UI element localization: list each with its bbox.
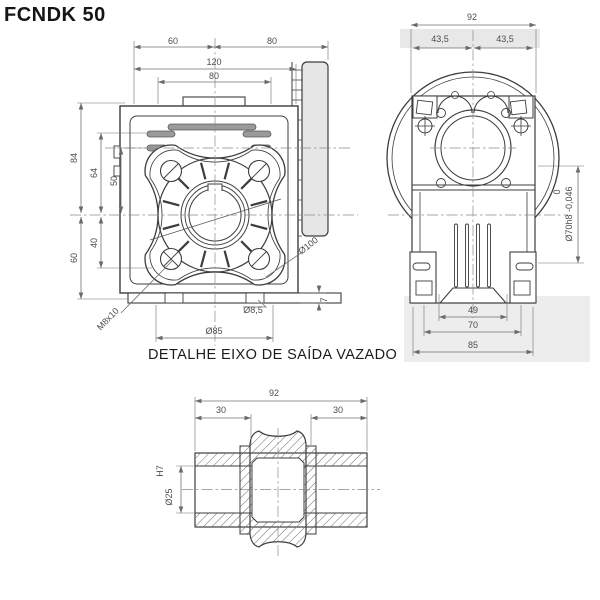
- dim-label-64: 64: [89, 168, 99, 178]
- input-bolt-hole: [501, 108, 511, 118]
- dim-label-foot-inner: 70: [468, 320, 478, 330]
- shaft-step: [239, 445, 251, 535]
- bore-lines: [195, 465, 367, 514]
- dim-label-foot-outer: 85: [468, 340, 478, 350]
- side-dimensions: 92 43,5 43,5 49 70 85 Ø70h8 -0,046 0: [410, 12, 584, 356]
- housing-inner-face: [129, 115, 289, 285]
- side-bolt-bosses: [415, 116, 531, 136]
- dim-label-hole: Ø8,5: [243, 305, 263, 315]
- section-trace-line: [149, 198, 282, 241]
- dim-label-bolt-circle: Ø100: [296, 235, 320, 256]
- dim-label-spigot-tolerance: Ø70h8 -0,046: [564, 186, 574, 241]
- flange-step-lines: [292, 69, 302, 237]
- watermark-band: [400, 29, 540, 48]
- dim-label-width-left: 60: [168, 36, 178, 46]
- detail-dimensions: 92 30 30 Ø25 H7: [155, 388, 368, 514]
- dim-label-spigot: Ø85: [205, 326, 222, 336]
- dim-label-50: 50: [109, 176, 119, 186]
- input-bolt-hole: [436, 108, 446, 118]
- dim-label-width-right: 80: [267, 36, 277, 46]
- cooling-fins: [454, 223, 491, 288]
- oil-plug-stub: [113, 165, 121, 177]
- mounting-plate: [127, 292, 342, 304]
- radial-ribs: [162, 162, 268, 268]
- dim-label-end-right: 30: [333, 405, 343, 415]
- face-split-lines: [412, 184, 535, 191]
- centerlines-detail: [182, 428, 380, 558]
- inner-wall-lines: [419, 192, 528, 252]
- hollow-shaft-detail: 92 30 30 Ø25 H7: [155, 388, 380, 558]
- side-feet: [409, 251, 537, 304]
- dim-label-side-width: 92: [467, 12, 477, 22]
- dim-label-tapped-hole: M8x10: [95, 306, 121, 332]
- dim-label-40: 40: [89, 238, 99, 248]
- input-flange-bar: [301, 61, 329, 237]
- dim-label-shaft-length: 92: [269, 388, 279, 398]
- dim-label-bore-fit: H7: [155, 465, 165, 477]
- dim-label-bolt-span: 80: [209, 71, 219, 81]
- tab-square-hole: [415, 99, 434, 116]
- dim-label-bore: Ø25: [164, 488, 174, 505]
- input-bolt-hole: [501, 178, 511, 188]
- plate-slot: [245, 292, 265, 304]
- dim-label-half-right: 43,5: [496, 34, 514, 44]
- section-hatching: [195, 453, 367, 527]
- dim-label-end-left: 30: [216, 405, 226, 415]
- input-bolt-hole: [436, 178, 446, 188]
- flange-bolt-holes: [159, 159, 271, 271]
- dim-label-fin-span: 49: [468, 305, 478, 315]
- casting-humps: [437, 95, 509, 114]
- side-view-gearbox: 92 43,5 43,5 49 70 85 Ø70h8 -0,046 0: [386, 12, 590, 362]
- page-title: FCNDK 50: [4, 4, 106, 26]
- dim-label-tolerance-upper: 0: [552, 189, 562, 194]
- detail-caption: DETALHE EIXO DE SAÍDA VAZADO: [148, 347, 398, 363]
- tab-square-hole: [509, 99, 528, 116]
- plate-slot: [164, 292, 184, 304]
- dim-label-height-lower: 60: [69, 253, 79, 263]
- shaft-step: [305, 445, 317, 535]
- dim-label-half-left: 43,5: [431, 34, 449, 44]
- dim-label-width-overall: 120: [206, 57, 221, 67]
- dim-label-plate-thickness: 7: [319, 297, 329, 302]
- dim-label-height-upper: 84: [69, 153, 79, 163]
- hump-hole: [451, 91, 459, 99]
- front-view-gearbox: 60 80 120 80 84 60 64 50 40 Ø100 Ø85 Ø8,…: [69, 36, 358, 346]
- housing-top-tab: [182, 96, 246, 107]
- hump-hole: [487, 91, 495, 99]
- centerlines-side: [388, 30, 568, 318]
